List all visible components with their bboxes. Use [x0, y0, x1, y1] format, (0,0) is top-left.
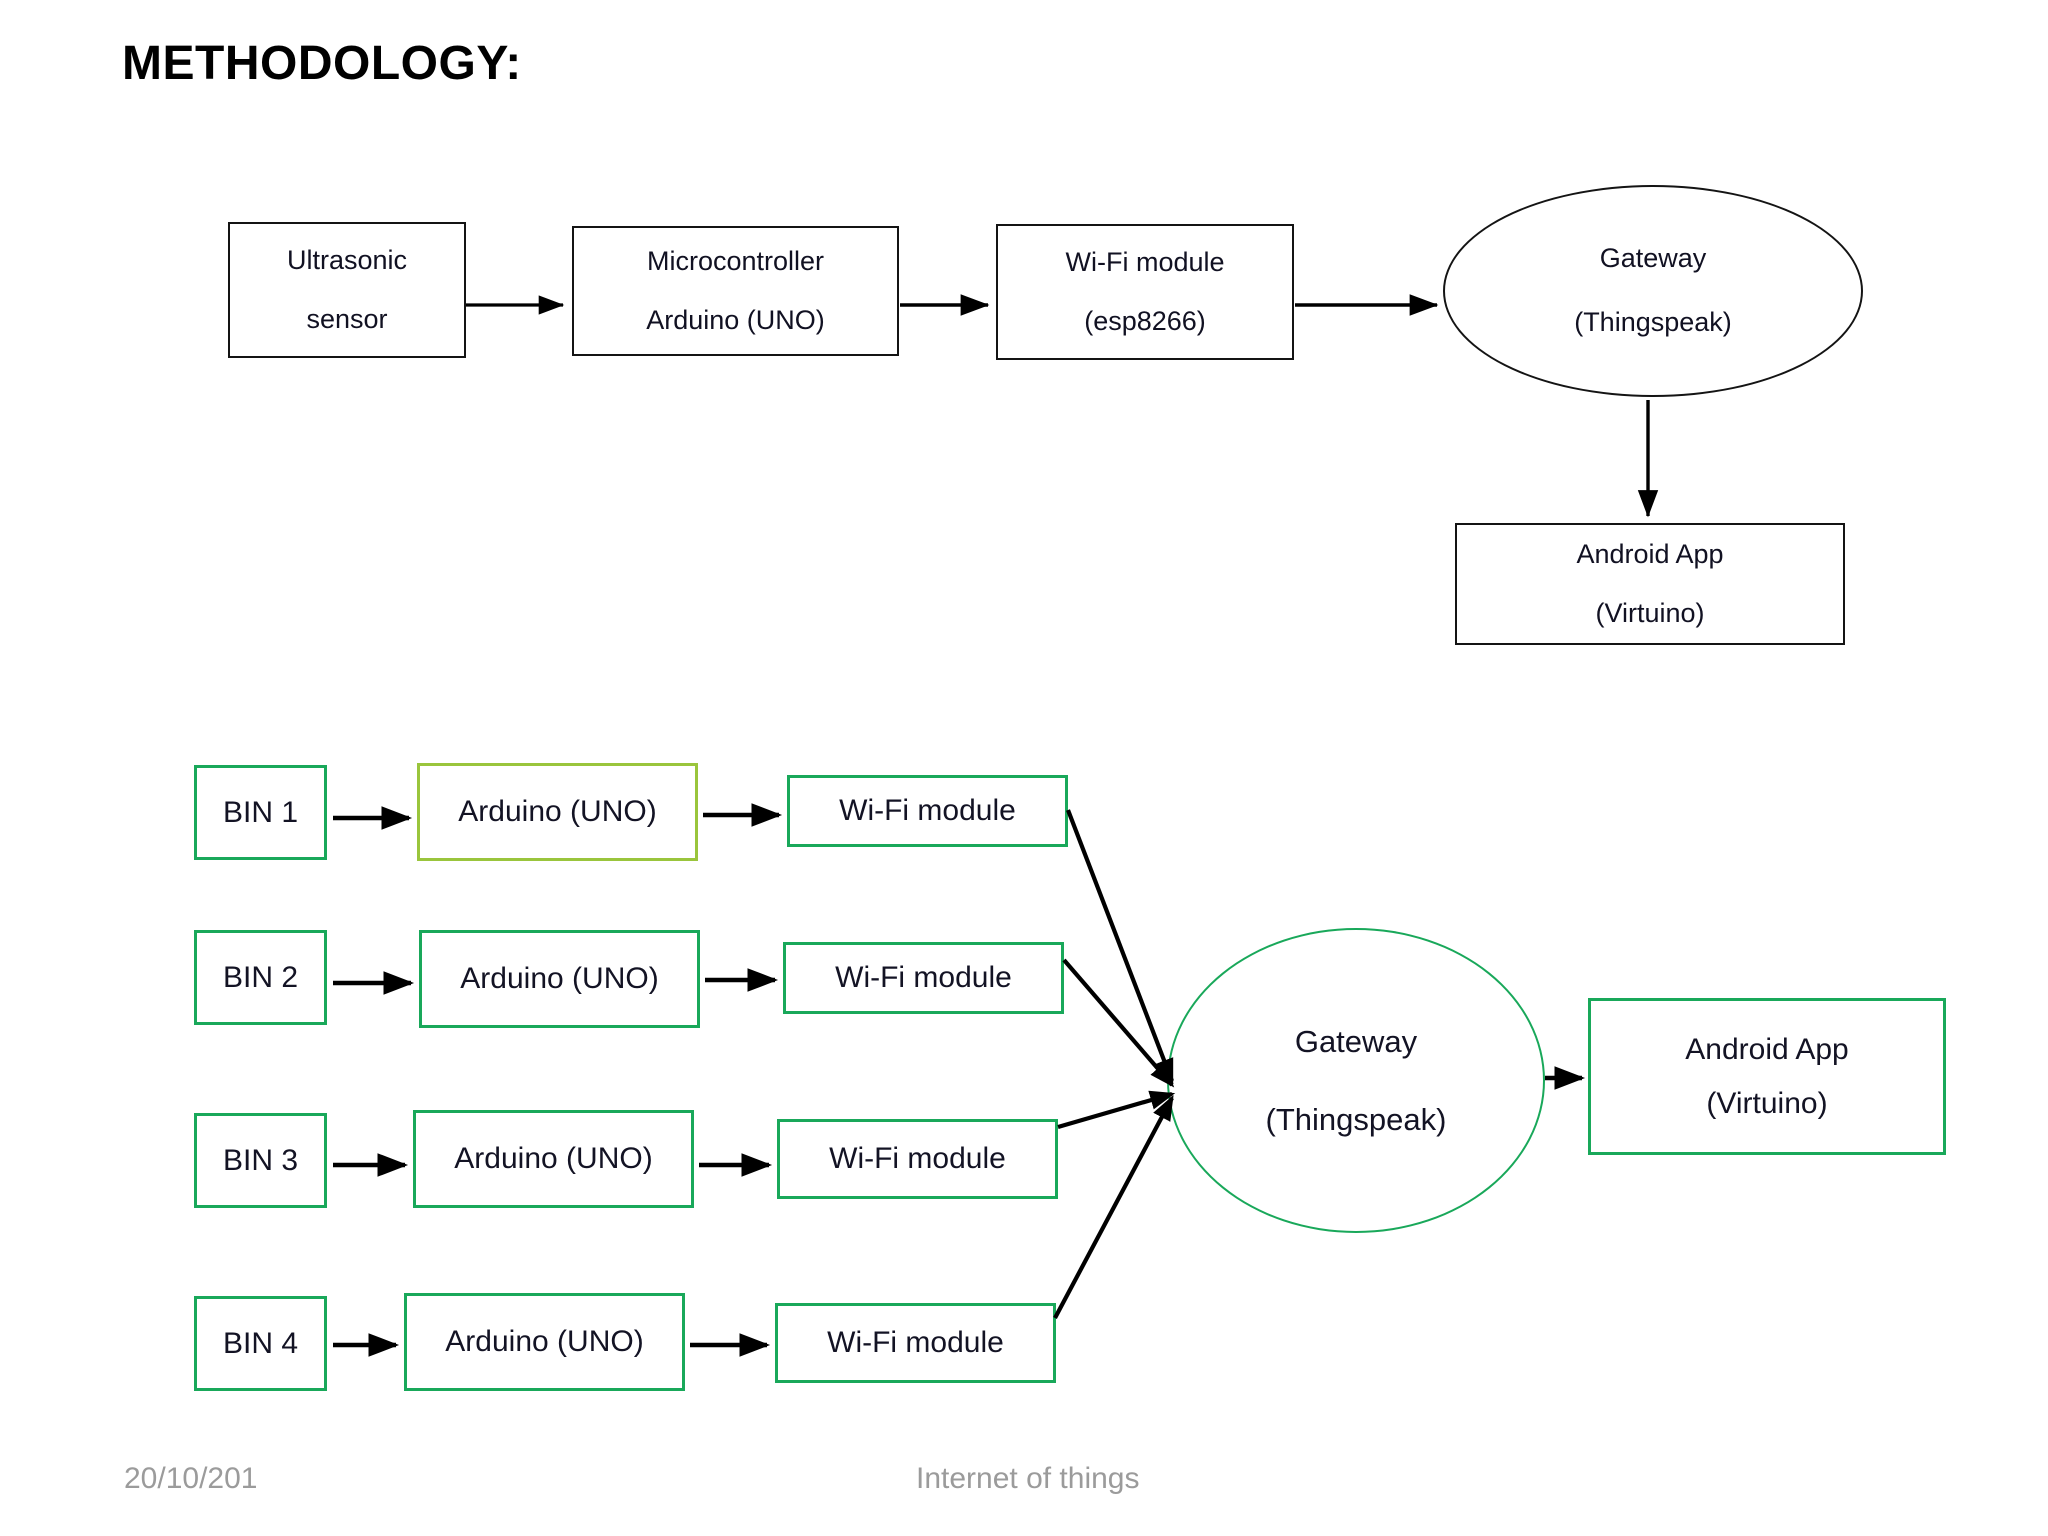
- node-line-2: sensor: [306, 304, 388, 334]
- node-wifi-module[interactable]: Wi-Fi module (esp8266): [996, 224, 1294, 360]
- node-arduino-1[interactable]: Arduino (UNO): [417, 763, 698, 861]
- node-wifi-1[interactable]: Wi-Fi module: [787, 775, 1068, 847]
- node-label: Wi-Fi module: [835, 961, 1012, 995]
- node-bin-4[interactable]: BIN 4: [194, 1296, 327, 1391]
- node-label: Wi-Fi module: [829, 1142, 1006, 1176]
- node-label: Arduino (UNO): [460, 962, 659, 996]
- node-line-1: Wi-Fi module: [1065, 246, 1225, 277]
- node-line-1: Microcontroller: [646, 245, 825, 276]
- node-wifi-2[interactable]: Wi-Fi module: [783, 942, 1064, 1014]
- node-ultrasonic-sensor[interactable]: Ultrasonic sensor: [228, 222, 466, 358]
- node-label: Wi-Fi module: [827, 1326, 1004, 1360]
- node-label: Arduino (UNO): [445, 1325, 644, 1359]
- node-line-2: (Thingspeak): [1265, 1101, 1447, 1137]
- node-line-2: Arduino (UNO): [646, 305, 825, 335]
- node-line-1: Gateway: [1294, 1024, 1418, 1060]
- node-arduino-2[interactable]: Arduino (UNO): [419, 930, 700, 1028]
- node-line-2: (esp8266): [1084, 306, 1206, 336]
- node-wifi-3[interactable]: Wi-Fi module: [777, 1119, 1058, 1199]
- node-arduino-3[interactable]: Arduino (UNO): [413, 1110, 694, 1208]
- node-microcontroller[interactable]: Microcontroller Arduino (UNO): [572, 226, 899, 356]
- node-gateway-bottom[interactable]: Gateway (Thingspeak): [1167, 928, 1545, 1233]
- arrow-wifi2-to-gateway: [1062, 958, 1175, 1088]
- footer-date: 20/10/201: [124, 1462, 258, 1495]
- node-bin-3[interactable]: BIN 3: [194, 1113, 327, 1208]
- node-line-1: Ultrasonic: [286, 244, 408, 275]
- node-line-1: Gateway: [1599, 243, 1707, 274]
- node-wifi-4[interactable]: Wi-Fi module: [775, 1303, 1056, 1383]
- node-bin-2[interactable]: BIN 2: [194, 930, 327, 1025]
- node-android-app-bottom[interactable]: Android App (Virtuino): [1588, 998, 1946, 1155]
- arrow-wifi3-to-gateway: [1057, 1090, 1176, 1130]
- node-android-app[interactable]: Android App (Virtuino): [1455, 523, 1845, 645]
- page-title: METHODOLOGY:: [122, 37, 522, 90]
- node-line-2: (Virtuino): [1706, 1086, 1828, 1120]
- arrow-wifi4-to-gateway: [1053, 1095, 1174, 1319]
- node-line-2: (Virtuino): [1595, 598, 1705, 628]
- node-label: Wi-Fi module: [839, 794, 1016, 828]
- node-label: BIN 1: [222, 795, 299, 829]
- footer-center-label: Internet of things: [916, 1462, 1140, 1495]
- arrow-wifi1-to-gateway: [1066, 809, 1174, 1085]
- node-label: Arduino (UNO): [454, 1142, 653, 1176]
- node-label: BIN 4: [222, 1326, 299, 1360]
- node-label: BIN 3: [222, 1143, 299, 1177]
- node-label: BIN 2: [222, 960, 299, 994]
- node-label: Arduino (UNO): [458, 795, 657, 829]
- node-bin-1[interactable]: BIN 1: [194, 765, 327, 860]
- node-line-1: Android App: [1685, 1033, 1849, 1066]
- node-line-2: (Thingspeak): [1574, 307, 1732, 337]
- node-line-1: Android App: [1576, 538, 1724, 569]
- node-arduino-4[interactable]: Arduino (UNO): [404, 1293, 685, 1391]
- node-gateway[interactable]: Gateway (Thingspeak): [1443, 185, 1863, 397]
